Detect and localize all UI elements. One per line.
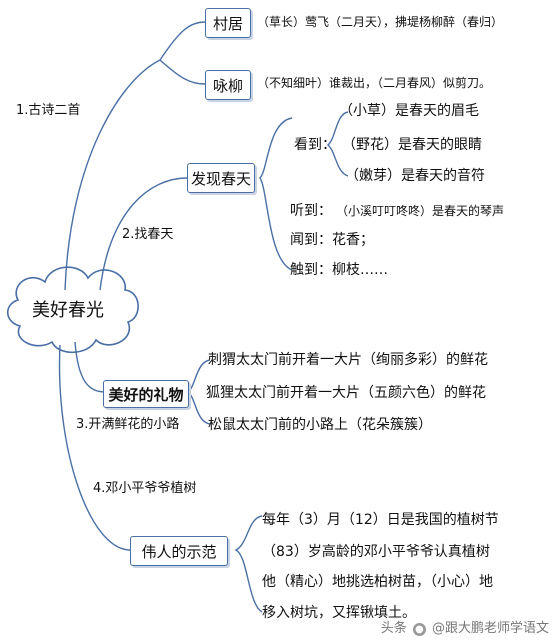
topic-great-example: 伟人的示范 xyxy=(130,536,228,566)
topic-line-yongliu xyxy=(159,59,206,85)
item-see-grass: （小草）是春天的眉毛 xyxy=(339,103,479,119)
topic-yongliu: 咏柳 xyxy=(205,70,251,100)
item-see-bud: （嫩芽）是春天的音符 xyxy=(345,168,485,184)
branch-label-2: 2.找春天 xyxy=(122,227,174,242)
item-hedgehog: 刺猬太太门前开着一大片（绚丽多彩）的鲜花 xyxy=(208,352,488,368)
branch-line-1 xyxy=(64,59,161,291)
topic-line-cunju xyxy=(159,21,206,61)
branch-line-2 xyxy=(99,177,188,291)
item-squirrel: 松鼠太太门前的小路上（花朵簇簇） xyxy=(208,417,432,433)
item-fox: 狐狸太太门前开着一大片（五颜六色）的鲜花 xyxy=(206,385,486,401)
item-smell: 闻到：花香； xyxy=(290,232,374,248)
item-touch: 触到：柳枝…… xyxy=(290,262,388,278)
detail-cunju: （草长）莺飞（二月天），拂堤杨柳醉（春归） xyxy=(257,15,504,29)
item-deng-planting: （83）岁高龄的邓小平爷爷认真植树 xyxy=(262,544,490,560)
watermark-handle: @跟大鹏老师学语文 xyxy=(431,621,549,636)
branch-line-4 xyxy=(58,344,131,551)
branch-label-4: 4.邓小平爷爷植树 xyxy=(93,481,197,496)
bracket-seeing xyxy=(326,111,349,177)
topic-discover-spring: 发现春天 xyxy=(187,163,255,193)
branch-line-3 xyxy=(74,341,106,393)
item-fill-soil: 移入树坑，又挥锹填土。 xyxy=(262,605,416,621)
watermark: 头条 ● @跟大鹏老师学语文 xyxy=(381,617,549,636)
branch-label-1: 1.古诗二首 xyxy=(16,103,81,118)
center-topic: 美好春光 xyxy=(32,300,104,321)
center-cloud xyxy=(6,266,139,354)
watermark-logo-icon: ● xyxy=(412,623,426,636)
item-see: 看到： xyxy=(294,137,336,153)
watermark-prefix: 头条 xyxy=(380,621,407,636)
topic-cunju: 村居 xyxy=(205,8,251,38)
detail-yongliu: （不知细叶）谁裁出，（二月春风）似剪刀。 xyxy=(257,76,492,90)
branch-label-3: 3.开满鲜花的小路 xyxy=(76,417,180,432)
item-hear-stream: （小溪叮叮咚咚）是春天的琴声 xyxy=(336,204,505,218)
bracket-discover xyxy=(259,117,293,271)
item-arbor-day: 每年（3）月（12）日是我国的植树节 xyxy=(262,512,499,528)
item-see-flower: （野花）是春天的眼睛 xyxy=(342,137,482,153)
item-select-sapling: 他（精心）地挑选柏树苗，（小心）地 xyxy=(262,574,493,590)
item-hear: 听到： xyxy=(290,203,332,219)
bracket-example xyxy=(234,515,263,613)
topic-beautiful-gift: 美好的礼物 xyxy=(103,380,189,408)
